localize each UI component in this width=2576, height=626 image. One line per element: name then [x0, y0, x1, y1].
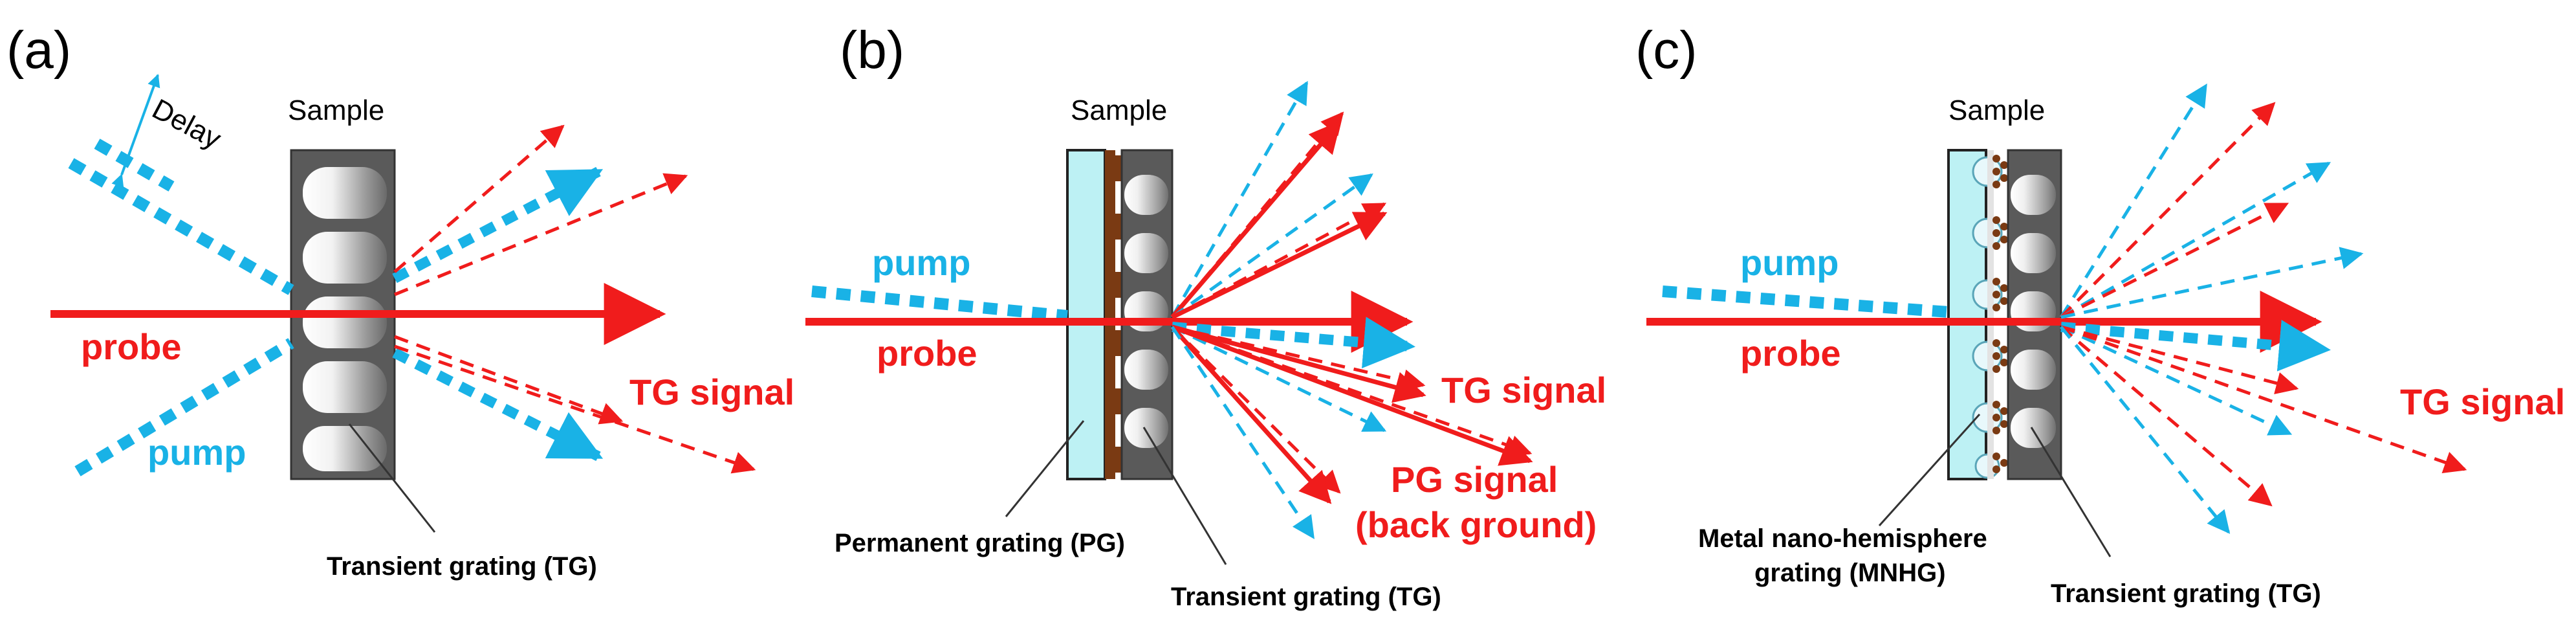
panel-c-tg-label: Transient grating (TG): [2051, 579, 2321, 608]
panel-c-mnhg-label-line2: grating (MNHG): [1754, 559, 1946, 587]
panel-b: (b) Sample: [805, 21, 1606, 611]
panel-b-tg-pointer: [1142, 427, 1227, 565]
panel-a-delay-indicator: Delay: [111, 74, 226, 188]
panel-a-sample-label: Sample: [288, 95, 384, 126]
panel-a-pump-out-lower: [392, 348, 604, 462]
panel-a-tg-label: Transient grating (TG): [327, 552, 597, 581]
panel-c-pump-label: pump: [1740, 242, 1839, 283]
panel-c-pump-out: [2060, 320, 2331, 372]
panel-b-probe-label: probe: [877, 333, 977, 374]
panel-b-pump-label: pump: [872, 242, 970, 283]
panel-a-pump-upper: [68, 139, 294, 295]
panel-a-tg-signal-beams: [393, 124, 756, 474]
panel-c: (c) Sample: [1635, 21, 2565, 608]
panel-c-mnhg-label-line1: Metal nano-hemisphere: [1698, 524, 1987, 553]
panel-b-permanent-grating: [1105, 150, 1122, 479]
panel-c-transient-grating: [2007, 149, 2062, 480]
panel-a-pump-lower: [74, 338, 294, 476]
panel-b-substrate: [1066, 149, 1106, 480]
panel-a-probe-label: probe: [81, 326, 182, 367]
panel-b-pg-signal-label: PG signal: [1391, 459, 1558, 500]
panel-a-pump-out-upper: [392, 166, 604, 284]
panel-a-delay-label: Delay: [147, 93, 226, 155]
panel-c-metal-grating: [1987, 150, 2008, 479]
panel-b-pg-signal-sublabel: (back ground): [1355, 504, 1597, 545]
panel-c-sample-label: Sample: [1948, 95, 2045, 126]
panel-b-pump-beam: [811, 285, 1068, 322]
panel-b-tg-label: Transient grating (TG): [1171, 583, 1441, 611]
panel-b-upper-beams: [1170, 80, 1388, 320]
panel-b-pump-out: [1172, 317, 1415, 369]
panel-b-sample-label: Sample: [1071, 95, 1167, 126]
panel-a-pump-label: pump: [147, 432, 246, 473]
panel-c-tg-pointer: [2030, 427, 2112, 557]
panel-c-pump-beam: [1662, 285, 1949, 318]
panel-c-mnhg-pointer: [1878, 413, 1981, 527]
panel-a: (a) Sample Delay: [6, 21, 794, 581]
panel-b-pg-label: Permanent grating (PG): [835, 529, 1125, 557]
panel-c-lower-beams: [2060, 325, 2467, 534]
panel-c-upper-beams: [2059, 84, 2364, 319]
panel-c-label: (c): [1635, 21, 1697, 80]
panel-b-pg-pointer: [1005, 420, 1085, 517]
panel-b-lower-beams: [1170, 324, 1533, 539]
panel-b-transient-grating: [1120, 149, 1173, 480]
panel-a-label: (a): [6, 21, 71, 80]
panel-b-tg-signal-label: TG signal: [1441, 370, 1606, 410]
panel-a-tg-pointer: [348, 423, 436, 533]
panel-a-tg-signal-label: TG signal: [629, 372, 794, 412]
panel-c-probe-label: probe: [1740, 333, 1841, 374]
panel-b-label: (b): [840, 21, 904, 80]
panel-c-tg-signal-label: TG signal: [2400, 381, 2565, 422]
